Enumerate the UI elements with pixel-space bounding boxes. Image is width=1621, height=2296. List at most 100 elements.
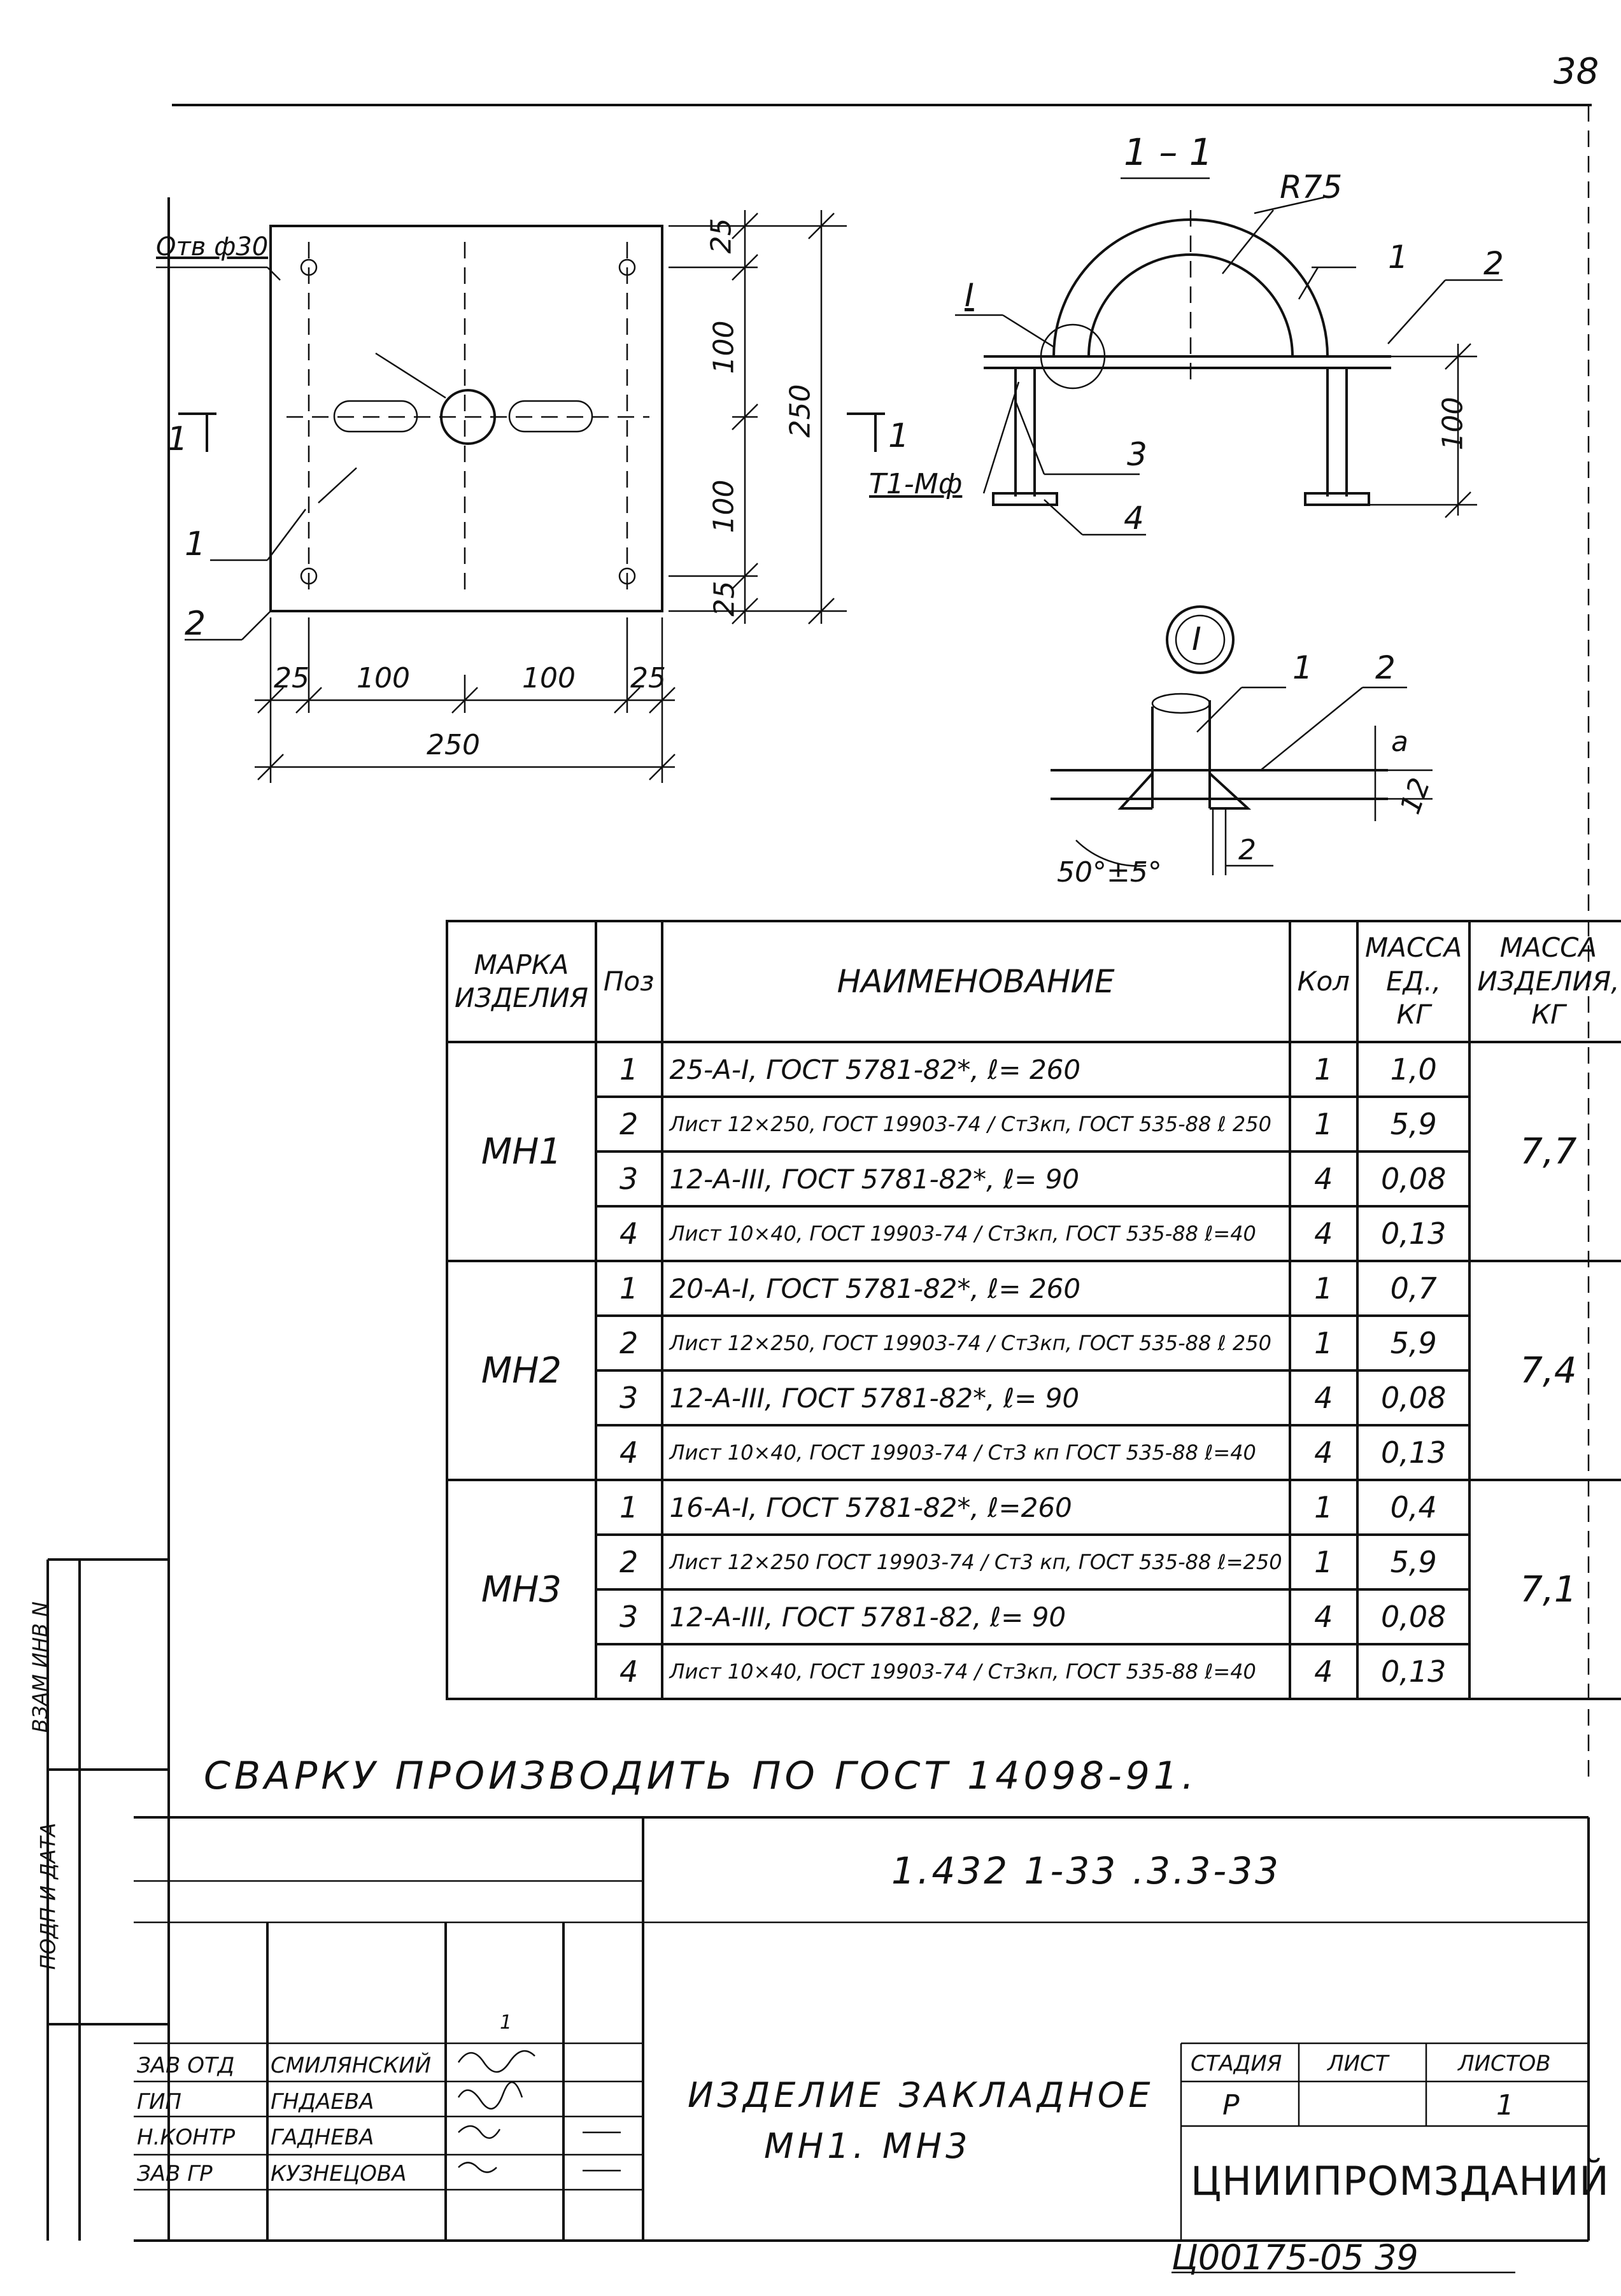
row-qty: 1 xyxy=(1288,1260,1359,1317)
row-name: Лист 12×250, ГОСТ 19903-74 / Ст3кп, ГОСТ… xyxy=(660,1314,1291,1372)
table-row: 2 Лист 12×250 ГОСТ 19903-74 / Ст3 кп, ГО… xyxy=(447,1533,1621,1591)
row-name: 25-А-I, ГОСТ 5781-82*, ℓ= 260 xyxy=(660,1041,1291,1098)
table-row: 4 Лист 10×40, ГОСТ 19903-74 / Ст3кп, ГОС… xyxy=(447,1205,1621,1262)
section-node-label: I xyxy=(965,277,974,314)
row-pos: 4 xyxy=(594,1643,663,1700)
sheets-value: 1 xyxy=(1496,2089,1514,2122)
dim-bottom-right: 25 xyxy=(630,662,666,694)
header-name: НАИМЕНОВАНИЕ xyxy=(660,920,1291,1043)
section-callout-4: 4 xyxy=(1124,500,1144,537)
name-1: СМИЛЯНСКИЙ xyxy=(271,2053,432,2078)
detail-mark: I xyxy=(1192,621,1201,658)
row-name: Лист 10×40, ГОСТ 19903-74 / Ст3кп, ГОСТ … xyxy=(660,1643,1291,1700)
dim-right-upper: 100 xyxy=(707,320,740,374)
sheet-marker: 1 xyxy=(500,2011,513,2034)
row-pos: 1 xyxy=(594,1041,663,1098)
row-name: 12-А-III, ГОСТ 5781-82*, ℓ= 90 xyxy=(660,1369,1291,1426)
side-stamp xyxy=(46,1558,169,2241)
row-name: Лист 12×250 ГОСТ 19903-74 / Ст3 кп, ГОСТ… xyxy=(660,1533,1291,1591)
row-pos: 1 xyxy=(594,1260,663,1317)
table-row: 4 Лист 10×40, ГОСТ 19903-74 / Ст3 кп ГОС… xyxy=(447,1424,1621,1481)
dim-right-total: 250 xyxy=(784,384,817,438)
section-callout-3: 3 xyxy=(1127,436,1147,473)
side-label-sign: ПОДП И ДАТА xyxy=(36,1822,60,1970)
row-unit-mass: 0,13 xyxy=(1356,1643,1471,1700)
header-mass-unit: МАССА ЕД., КГ xyxy=(1356,920,1471,1043)
row-pos: 2 xyxy=(594,1314,663,1372)
header-mass-item: МАССА ИЗДЕЛИЯ, КГ xyxy=(1468,920,1621,1043)
row-unit-mass: 0,7 xyxy=(1356,1260,1471,1317)
row-name: Лист 10×40, ГОСТ 19903-74 / Ст3кп, ГОСТ … xyxy=(660,1205,1291,1262)
row-pos: 4 xyxy=(594,1424,663,1481)
row-unit-mass: 0,4 xyxy=(1356,1479,1471,1536)
dim-right-top: 25 xyxy=(705,218,738,254)
row-qty: 4 xyxy=(1288,1588,1359,1645)
section-radius: R75 xyxy=(1280,169,1343,206)
sheet-label: ЛИСТ xyxy=(1327,2051,1389,2076)
row-name: 12-А-III, ГОСТ 5781-82, ℓ= 90 xyxy=(660,1588,1291,1645)
table-row: МН3 1 16-А-I, ГОСТ 5781-82*, ℓ=260 1 0,4… xyxy=(446,1479,1621,1700)
table-row: 2 Лист 12×250, ГОСТ 19903-74 / Ст3кп, ГО… xyxy=(447,1095,1621,1153)
row-pos: 2 xyxy=(594,1095,663,1153)
row-name: 20-А-I, ГОСТ 5781-82*, ℓ= 260 xyxy=(660,1260,1291,1317)
table-row: 3 12-А-III, ГОСТ 5781-82*, ℓ= 90 4 0,08 xyxy=(447,1369,1621,1426)
title-line2: МН1. МН3 xyxy=(764,2126,972,2166)
spec-table: МАРКА ИЗДЕЛИЯ Поз НАИМЕНОВАНИЕ Кол МАССА… xyxy=(446,920,1621,1700)
detail-angle: 50°±5° xyxy=(1057,856,1162,889)
row-unit-mass: 0,08 xyxy=(1356,1369,1471,1426)
welding-note: СВАРКУ ПРОИЗВОДИТЬ ПО ГОСТ 14098-91. xyxy=(204,1754,1198,1798)
row-pos: 4 xyxy=(594,1205,663,1262)
row-qty: 1 xyxy=(1288,1533,1359,1591)
row-unit-mass: 5,9 xyxy=(1356,1533,1471,1591)
row-unit-mass: 0,08 xyxy=(1356,1588,1471,1645)
page-number: 38 xyxy=(1554,51,1599,92)
detail-dim-2: 2 xyxy=(1238,834,1256,866)
name-4: КУЗНЕЦОВА xyxy=(271,2161,407,2187)
section-title: 1 – 1 xyxy=(1124,130,1213,174)
plan-dims-bottom xyxy=(255,617,676,783)
group-mass: 7,7 xyxy=(1468,1041,1621,1262)
plan-view-plate xyxy=(156,225,885,641)
dim-right-lower: 100 xyxy=(707,479,740,533)
row-qty: 4 xyxy=(1288,1205,1359,1262)
dim-bottom-total: 250 xyxy=(427,729,480,761)
row-unit-mass: 1,0 xyxy=(1356,1041,1471,1098)
org-name: ЦНИИПРОМЗДАНИЙ xyxy=(1191,2158,1610,2204)
section-mark-right: 1 xyxy=(888,417,910,455)
row-pos: 3 xyxy=(594,1369,663,1426)
section-callout-1: 1 xyxy=(1388,239,1408,276)
section-mark-left: 1 xyxy=(167,420,188,458)
row-unit-mass: 0,13 xyxy=(1356,1424,1471,1481)
row-qty: 1 xyxy=(1288,1314,1359,1372)
row-qty: 1 xyxy=(1288,1479,1359,1536)
group-mark: МН3 xyxy=(446,1479,597,1700)
dim-bottom-mid2: 100 xyxy=(522,662,576,694)
header-mark: МАРКА ИЗДЕЛИЯ xyxy=(446,920,597,1043)
row-unit-mass: 0,13 xyxy=(1356,1205,1471,1262)
group-mark: МН1 xyxy=(446,1041,597,1262)
doc-code: 1.432 1-33 .3.3-33 xyxy=(891,1849,1281,1892)
table-row: МН1 1 25-А-I, ГОСТ 5781-82*, ℓ= 260 1 1,… xyxy=(446,1041,1621,1262)
dim-bottom-left: 25 xyxy=(274,662,309,694)
detail-callout-1: 1 xyxy=(1292,649,1313,686)
footer-code: Ц00175-05 39 xyxy=(1172,2237,1419,2278)
weld-label: Т1-Мф xyxy=(869,468,963,500)
sheets-label: ЛИСТОВ xyxy=(1458,2051,1551,2076)
row-name: Лист 12×250, ГОСТ 19903-74 / Ст3кп, ГОСТ… xyxy=(660,1095,1291,1153)
row-qty: 4 xyxy=(1288,1643,1359,1700)
row-name: Лист 10×40, ГОСТ 19903-74 / Ст3 кп ГОСТ … xyxy=(660,1424,1291,1481)
row-name: 16-А-I, ГОСТ 5781-82*, ℓ=260 xyxy=(660,1479,1291,1536)
row-qty: 1 xyxy=(1288,1041,1359,1098)
detail-callout-2: 2 xyxy=(1375,649,1396,686)
dim-right-bottom: 25 xyxy=(708,581,741,617)
stage-label: СТАДИЯ xyxy=(1191,2051,1282,2076)
plan-dims-right xyxy=(669,210,847,624)
row-qty: 4 xyxy=(1288,1369,1359,1426)
row-pos: 3 xyxy=(594,1150,663,1208)
row-unit-mass: 0,08 xyxy=(1356,1150,1471,1208)
title-block-grid xyxy=(134,1816,1590,2242)
header-qty: Кол xyxy=(1288,920,1359,1043)
name-3: ГАДНЕВА xyxy=(271,2125,374,2150)
row-unit-mass: 5,9 xyxy=(1356,1095,1471,1153)
